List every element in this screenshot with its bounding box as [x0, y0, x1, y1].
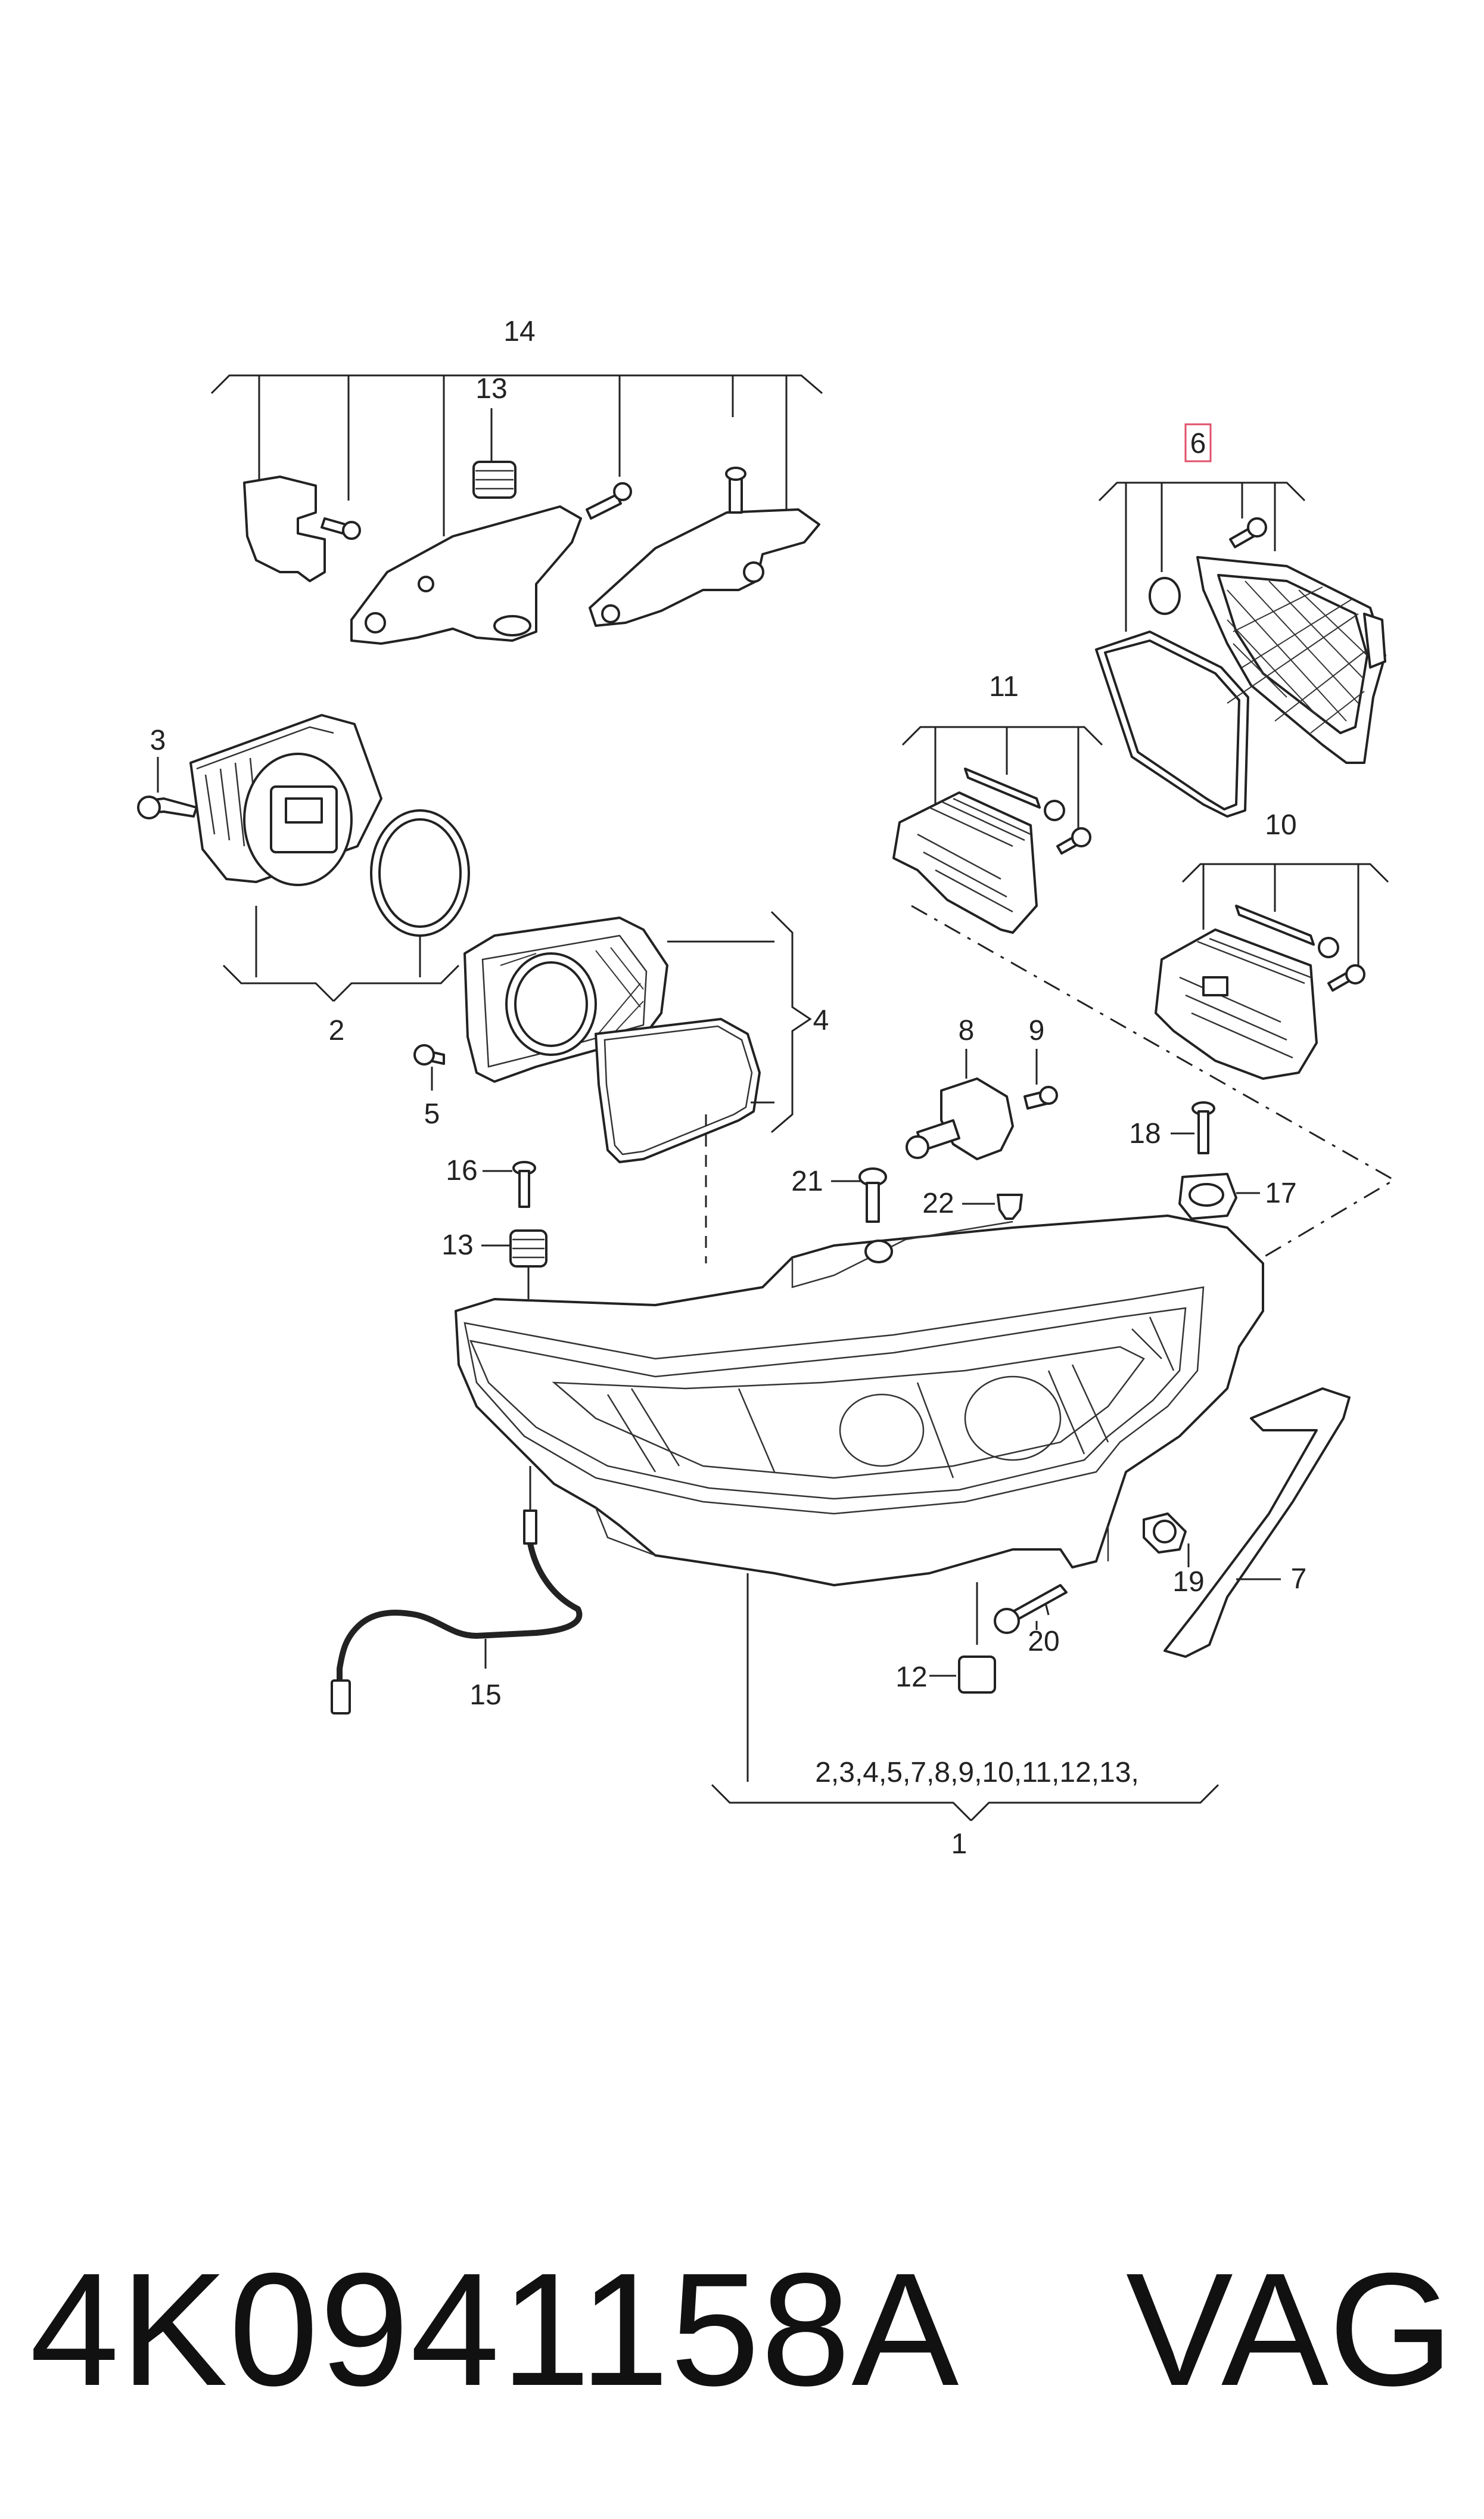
callout-12[interactable]: 12 [895, 1661, 927, 1693]
bezel-gasket-part [595, 1018, 761, 1163]
callout-8[interactable]: 8 [959, 1015, 975, 1046]
callout-15[interactable]: 15 [469, 1679, 501, 1711]
control-unit-group-10: 10 [1155, 809, 1389, 1080]
callout-13-top[interactable]: 13 [475, 373, 507, 405]
trim-strip-group: 7 [1163, 1387, 1351, 1658]
module-group-2: 3 2 [137, 714, 470, 1046]
callout-6-box [1184, 423, 1212, 462]
mounting-bracket-left [350, 505, 582, 645]
headlight-assembly: 2,3,4,5,7,8,9,10,11,12,13, 1 [455, 1114, 1264, 1860]
footer: 4K0941158A VAG [24, 2217, 1466, 2443]
callout-9[interactable]: 9 [1029, 1015, 1045, 1046]
callout-21[interactable]: 21 [791, 1166, 823, 1197]
callout-2[interactable]: 2 [329, 1015, 345, 1046]
bezel-group-4: 4 5 [413, 911, 829, 1163]
control-unit-part [1155, 928, 1318, 1080]
callout-13[interactable]: 13 [441, 1229, 473, 1261]
callout-14[interactable]: 14 [503, 316, 535, 347]
callout-18[interactable]: 18 [1129, 1118, 1161, 1150]
callout-6[interactable]: 6 [1190, 428, 1206, 459]
exploded-parts-diagram: 14 13 6 [137, 316, 1396, 1860]
part-number: 4K0941158A [30, 2240, 960, 2419]
callout-17[interactable]: 17 [1265, 1178, 1296, 1209]
callout-19[interactable]: 19 [1172, 1566, 1204, 1598]
callout-11[interactable]: 11 [989, 671, 1019, 703]
callout-20[interactable]: 20 [1028, 1626, 1059, 1657]
bracket-group-14: 14 13 [210, 316, 823, 645]
control-unit-group-11: 11 [892, 671, 1103, 934]
callout-4[interactable]: 4 [813, 1005, 829, 1036]
callout-16[interactable]: 16 [446, 1155, 477, 1186]
callout-22[interactable]: 22 [922, 1188, 954, 1219]
cover-group-6: 6 [1095, 423, 1386, 818]
assembly-contents-list: 2,3,4,5,7,8,9,10,11,12,13, [815, 1757, 1139, 1788]
callout-7[interactable]: 7 [1291, 1563, 1307, 1595]
lower-fastener-group: 19 20 12 [895, 1512, 1205, 1694]
wiring-harness-group: 15 [331, 1466, 583, 1714]
mounting-bracket-right [589, 508, 820, 627]
clip-part [243, 476, 326, 582]
control-unit-part [892, 791, 1038, 934]
trim-strip-part [1163, 1387, 1351, 1658]
callout-3[interactable]: 3 [150, 725, 166, 756]
callout-5[interactable]: 5 [424, 1098, 440, 1130]
callout-1[interactable]: 1 [951, 1828, 967, 1860]
brand-label: VAG [1125, 2240, 1454, 2419]
actuator-part [940, 1077, 1014, 1160]
callout-10[interactable]: 10 [1265, 809, 1296, 841]
fastener-group: 16 13 21 22 18 17 [441, 1101, 1297, 1299]
actuator-group: 8 9 [906, 1015, 1058, 1160]
